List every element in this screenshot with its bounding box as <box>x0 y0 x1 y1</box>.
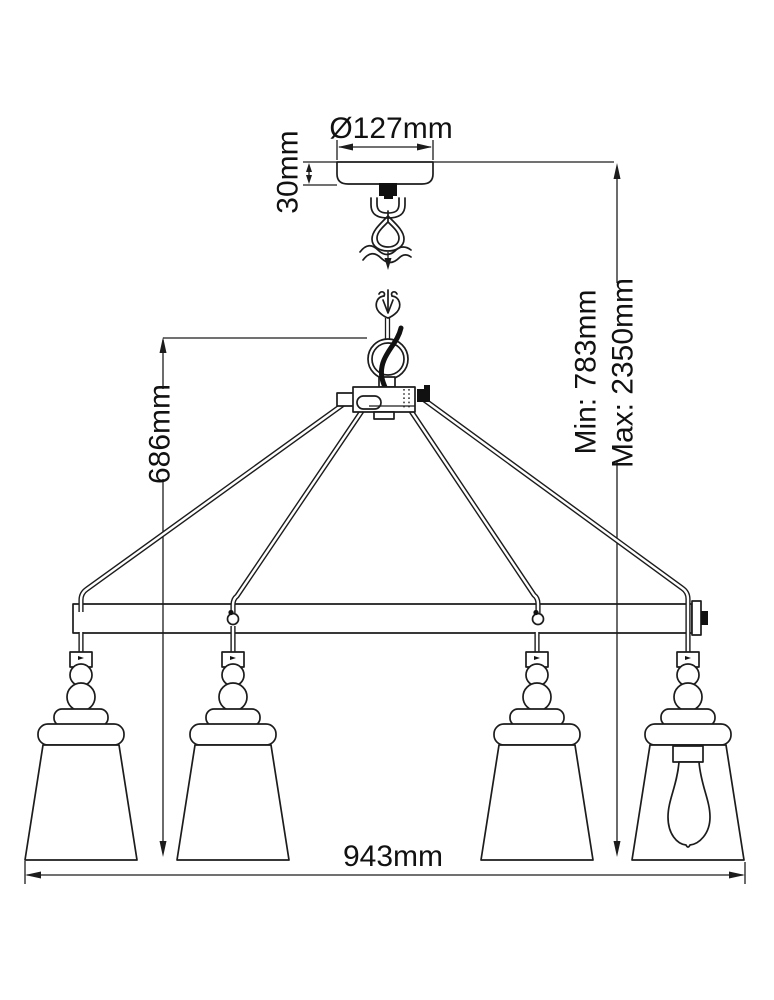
canopy-height-label: 30mm <box>272 130 305 213</box>
bar-screw-left <box>226 609 240 626</box>
suspension-ring <box>367 338 409 380</box>
bulb-socket <box>672 745 704 763</box>
dim-overall-width: 943mm <box>24 840 746 884</box>
bar-end-knob <box>701 611 708 625</box>
shade-1 <box>24 651 138 861</box>
ceiling-canopy <box>336 161 434 185</box>
shade-4 <box>631 651 745 861</box>
dim-overall-height: Min: 783mm Max: 2350mm <box>433 161 640 857</box>
fixture-bar <box>72 600 708 636</box>
support-rod-inner-left <box>230 409 365 613</box>
hub-right-tab <box>417 389 430 402</box>
dim-canopy-height: 30mm <box>272 130 337 214</box>
suspension-chain <box>370 183 406 252</box>
shade-stems <box>78 626 540 653</box>
overall-width-label: 943mm <box>343 840 443 873</box>
support-rod-outer-right <box>417 393 691 652</box>
hook-wire <box>384 318 391 340</box>
canopy-diameter-label: Ø127mm <box>329 112 452 145</box>
light-bulb <box>667 745 711 848</box>
shade-2 <box>176 651 290 861</box>
center-hub <box>336 385 430 420</box>
hub-left-tab <box>336 392 355 407</box>
canopy-connector <box>379 183 397 196</box>
shade-3 <box>480 651 594 861</box>
min-height-label: Min: 783mm <box>570 289 603 454</box>
dim-body-drop: 686mm <box>144 337 367 857</box>
support-rod-inner-right <box>408 409 541 613</box>
support-rod-outer-left <box>78 395 354 612</box>
dim-canopy-diameter: Ø127mm <box>329 112 453 160</box>
max-height-label: Max: 2350mm <box>607 278 640 468</box>
bar-screw-right <box>531 609 545 626</box>
break-symbol <box>359 244 412 270</box>
hanging-hook <box>375 289 401 319</box>
drop-height-label: 686mm <box>144 384 177 484</box>
power-cable <box>378 325 404 400</box>
bar-end-cap <box>691 600 702 636</box>
